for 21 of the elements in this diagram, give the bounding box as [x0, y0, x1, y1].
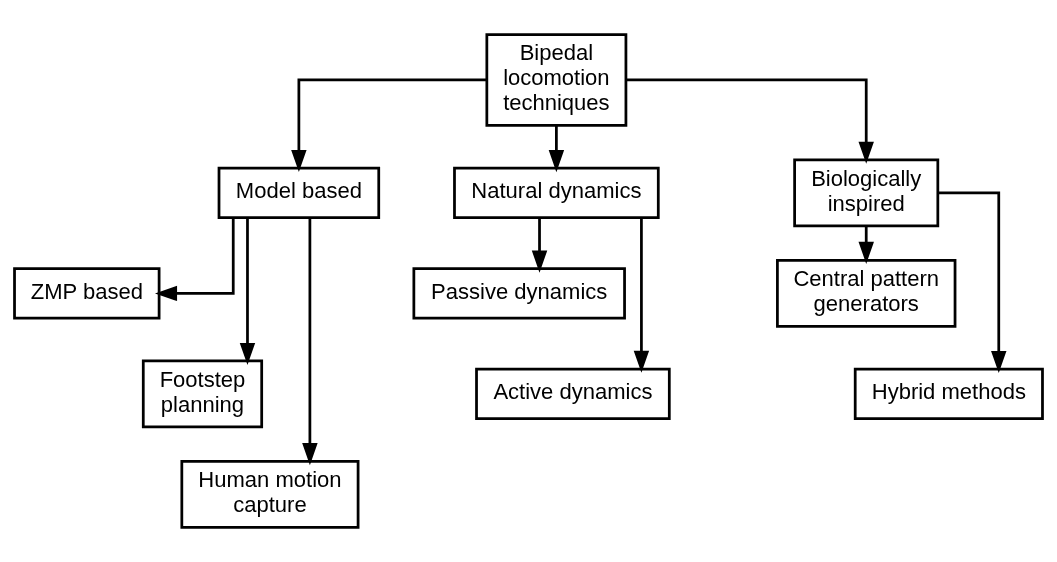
- arrow: [531, 217, 548, 273]
- arrow: [633, 217, 650, 373]
- node-box: Bipedal locomotion techniques: [485, 33, 628, 127]
- arrow: [937, 191, 1007, 374]
- arrow: [302, 218, 318, 466]
- arrow: [291, 78, 487, 172]
- node-box: Footstep planning: [141, 359, 264, 429]
- node-box: Active dynamics: [475, 367, 671, 421]
- arrow: [858, 226, 874, 264]
- node-box: Central pattern generators: [776, 258, 957, 328]
- arrow: [548, 125, 565, 173]
- node-box: Human motion capture: [180, 460, 360, 529]
- node-box: Natural dynamics: [453, 166, 660, 220]
- node-box: ZMP based: [13, 267, 161, 320]
- arrow: [239, 217, 256, 366]
- arrow: [155, 217, 235, 302]
- node-box: Biologically inspired: [793, 158, 940, 228]
- node-box: Passive dynamics: [412, 267, 626, 320]
- node-box: Model based: [217, 166, 381, 220]
- arrow: [626, 78, 874, 164]
- node-box: Hybrid methods: [853, 367, 1044, 421]
